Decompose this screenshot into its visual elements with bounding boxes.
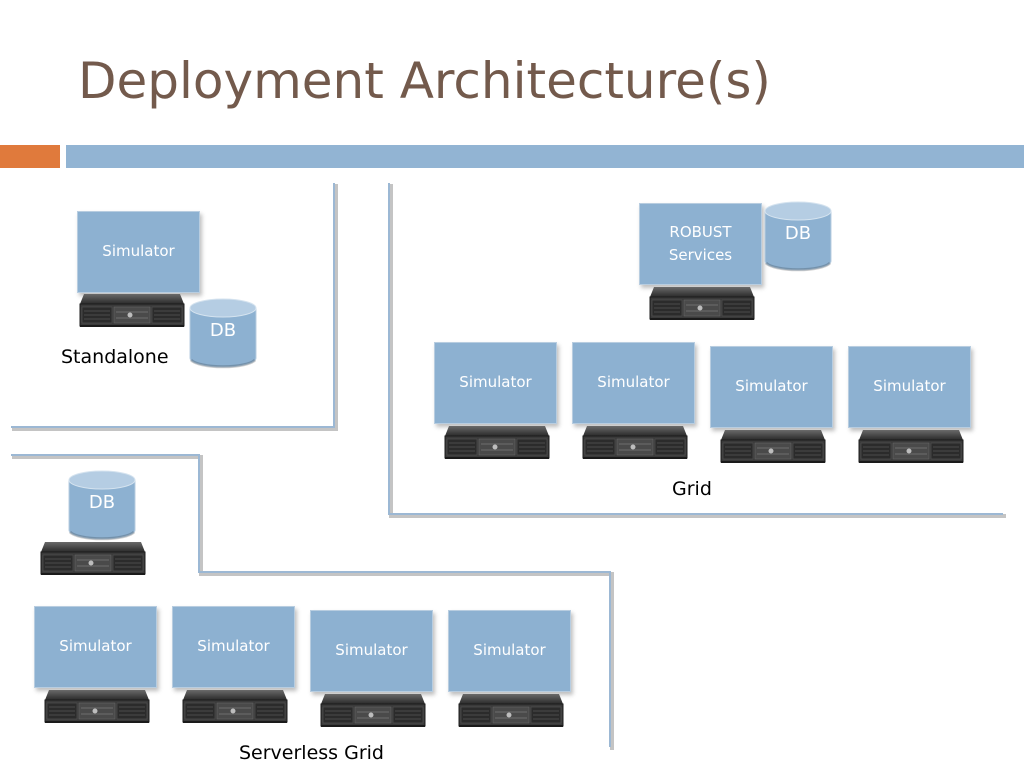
grid-server-icon bbox=[443, 426, 551, 460]
grid-server-icon bbox=[581, 426, 689, 460]
grid-server-icon bbox=[719, 430, 827, 464]
serverless-db-label: DB bbox=[88, 492, 116, 513]
grid-simulator-box: Simulator bbox=[572, 342, 695, 424]
serverless-simulator-label: Simulator bbox=[473, 641, 546, 660]
standalone-db-label: DB bbox=[209, 320, 237, 341]
serverless-server-icon bbox=[43, 690, 151, 724]
serverless-simulator-label: Simulator bbox=[197, 637, 270, 656]
header-accent-blue bbox=[66, 145, 1024, 168]
robust-services-label: ROBUST Services bbox=[669, 221, 732, 268]
grid-db-label: DB bbox=[784, 223, 812, 244]
robust-line1: ROBUST bbox=[669, 222, 732, 241]
serverless-server-icon bbox=[181, 690, 289, 724]
serverless-grid-label: Serverless Grid bbox=[239, 742, 384, 764]
grid-db-icon: DB bbox=[763, 201, 833, 273]
serverless-simulator-box: Simulator bbox=[448, 610, 571, 692]
serverless-db-server-icon bbox=[39, 542, 147, 576]
grid-simulator-label: Simulator bbox=[735, 377, 808, 396]
grid-simulator-box: Simulator bbox=[848, 346, 971, 428]
standalone-server-icon bbox=[78, 294, 186, 328]
grid-server-icon bbox=[857, 430, 965, 464]
serverless-simulator-box: Simulator bbox=[34, 606, 157, 688]
serverless-server-icon bbox=[457, 694, 565, 728]
slide-title: Deployment Architecture(s) bbox=[78, 52, 771, 110]
standalone-db-icon: DB bbox=[188, 298, 258, 370]
serverless-simulator-label: Simulator bbox=[59, 637, 132, 656]
serverless-server-icon bbox=[319, 694, 427, 728]
serverless-simulator-box: Simulator bbox=[172, 606, 295, 688]
serverless-simulator-label: Simulator bbox=[335, 641, 408, 660]
grid-simulator-box: Simulator bbox=[710, 346, 833, 428]
serverless-db-icon: DB bbox=[67, 470, 137, 542]
grid-simulator-box: Simulator bbox=[434, 342, 557, 424]
grid-simulator-label: Simulator bbox=[459, 373, 532, 392]
serverless-simulator-box: Simulator bbox=[310, 610, 433, 692]
grid-simulator-label: Simulator bbox=[873, 377, 946, 396]
robust-server-icon bbox=[648, 287, 756, 321]
robust-services-box: ROBUST Services bbox=[639, 203, 762, 285]
standalone-simulator-box: Simulator bbox=[77, 211, 200, 293]
standalone-simulator-label: Simulator bbox=[102, 242, 175, 261]
standalone-label: Standalone bbox=[61, 346, 169, 368]
robust-line2: Services bbox=[668, 246, 733, 264]
grid-label: Grid bbox=[672, 478, 712, 500]
header-accent-orange bbox=[0, 145, 60, 168]
grid-simulator-label: Simulator bbox=[597, 373, 670, 392]
